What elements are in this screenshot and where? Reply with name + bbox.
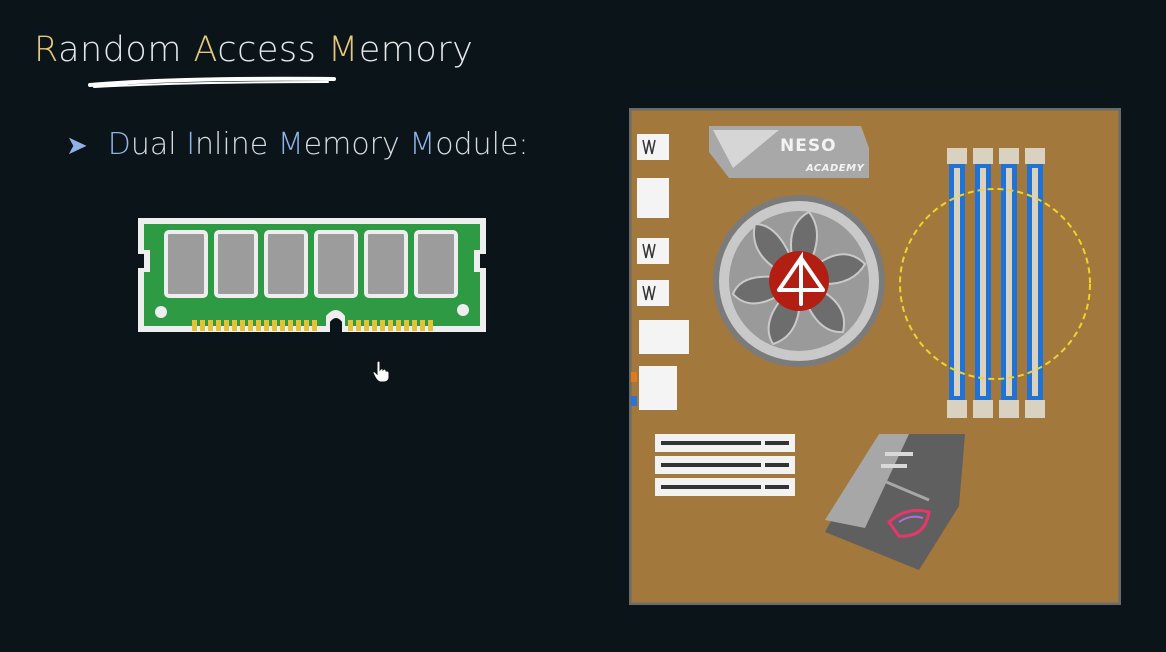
title-rest-3: emory [358, 30, 474, 70]
expansion-slots [655, 434, 795, 496]
title-cap-2: A [193, 30, 218, 70]
brand-logo-text: NESO [780, 136, 837, 156]
dimm-illustration [138, 218, 486, 332]
bullet-rest-3: emory [303, 127, 410, 162]
title-cap-1: R [34, 30, 59, 70]
title-underline [88, 76, 336, 88]
chipset-heatsink [825, 434, 965, 570]
slide-title: Random Access Memory [34, 30, 473, 70]
io-ports [637, 134, 689, 410]
bullet-cap-4: M [409, 127, 436, 162]
arrowhead-right-icon: ➤ [66, 131, 88, 161]
ram-slots [947, 148, 1045, 418]
motherboard-illustration [629, 108, 1121, 605]
title-cap-3: M [328, 30, 359, 70]
brand-logo-subtext: ACADEMY [806, 163, 865, 174]
bullet-cap-3: M [277, 127, 304, 162]
title-rest-2: ccess [217, 30, 328, 70]
bullet-rest-1: ual [130, 127, 187, 162]
title-rest-1: andom [58, 30, 194, 70]
hand-pointer-icon [372, 360, 390, 383]
highlight-circle [899, 188, 1091, 380]
bullet-rest-4: odule: [435, 127, 529, 162]
bullet-cap-1: D [107, 127, 131, 162]
bullet-item: ➤ Dual Inline Memory Module: [66, 127, 529, 162]
bullet-rest-2: nline [195, 127, 278, 162]
cpu-cooler-fan [713, 195, 885, 367]
bullet-cap-2: I [186, 127, 196, 162]
